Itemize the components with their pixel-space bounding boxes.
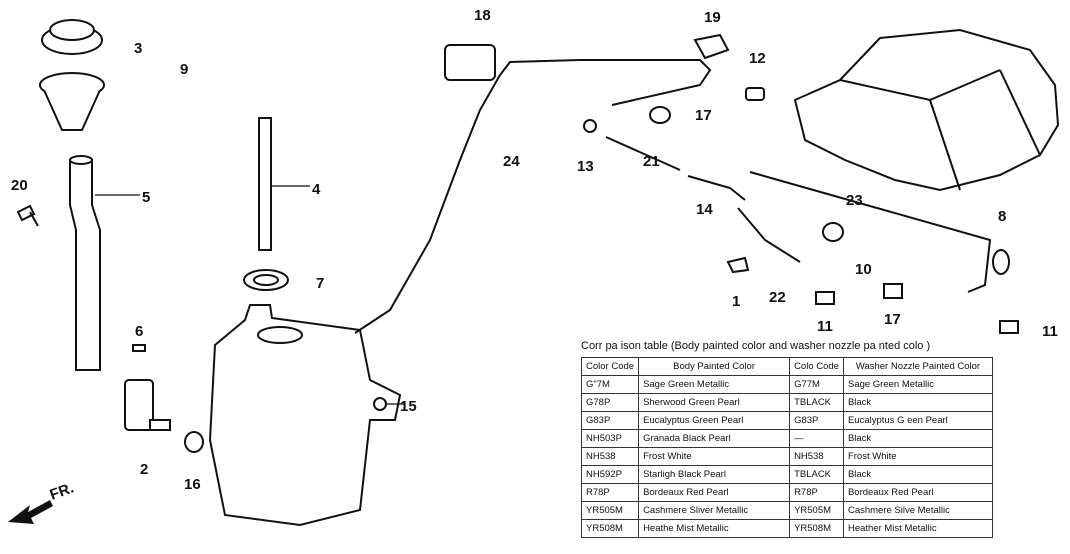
nozzle-color: Bordeaux Red Pearl [842, 483, 993, 502]
callout: 18 [474, 7, 491, 24]
callout: 11 [1042, 323, 1058, 340]
color-code: NH503P [580, 429, 640, 448]
nozzle-code: G83P [789, 411, 844, 430]
header-nozzle-color: Washer Nozzle Painted Color [842, 357, 993, 376]
hose [354, 59, 712, 334]
callout: 12 [749, 50, 766, 67]
nozzle-code: G77M [789, 375, 844, 394]
table-title: Corr pa ison table (Body painted color a… [581, 340, 931, 352]
callout: 13 [577, 158, 594, 175]
nozzle-color: Black [842, 429, 993, 448]
callout: 23 [846, 192, 863, 209]
color-code: G83P [580, 411, 640, 430]
callout: 14 [696, 201, 713, 218]
color-code: YR505M [580, 501, 640, 520]
callout: 16 [184, 476, 201, 493]
nozzle-code: YR508M [789, 519, 844, 538]
callout: 6 [135, 323, 143, 340]
callout: 8 [998, 208, 1006, 225]
callouts: 18 19 12 3 9 17 13 24 21 14 23 8 20 5 4 … [11, 7, 1058, 504]
callout: 7 [316, 275, 324, 292]
nozzle-color: Heather Mist Metallic [842, 519, 993, 538]
seal-ring [243, 269, 289, 291]
body-color: Frost White [638, 447, 791, 466]
body-color: Bordeaux Red Pearl [638, 483, 791, 502]
washer-nozzle [822, 222, 844, 242]
header-body-color: Body Painted Color [638, 357, 791, 376]
body-color: Sherwood Green Pearl [638, 393, 791, 412]
callout: 24 [503, 153, 520, 170]
callout: 1 [732, 293, 740, 310]
color-code: YR508M [580, 519, 640, 538]
body-color: Starligh Black Pearl [638, 465, 791, 484]
body-color: Sage Green Metallic [638, 375, 791, 394]
header-color-code: Color Code [580, 357, 640, 376]
nozzle-code: — [789, 429, 844, 448]
washer-tank [208, 304, 402, 527]
color-comparison-table: Color Code Body Painted Color Colo Code … [580, 357, 993, 538]
nozzle-code: TBLACK [789, 393, 844, 412]
callout: 17 [695, 107, 712, 124]
nozzle-color: Black [842, 465, 993, 484]
nozzle-code: TBLACK [789, 465, 844, 484]
color-code: R78P [580, 483, 640, 502]
color-code: NH592P [580, 465, 640, 484]
body-color: Granada Black Pearl [638, 429, 791, 448]
body-color: Heathe Mist Metallic [638, 519, 791, 538]
table-header-row: Color Code Body Painted Color Colo Code … [580, 357, 993, 376]
callout: 5 [142, 189, 150, 206]
callout: 9 [180, 61, 188, 78]
nozzle-code: R78P [789, 483, 844, 502]
front-arrow-icon [8, 500, 53, 524]
nozzle-color: Frost White [842, 447, 993, 466]
pump [124, 379, 154, 431]
callout: 19 [704, 9, 721, 26]
seal-strip [258, 117, 272, 251]
filler-cap [39, 19, 105, 131]
callout: 22 [769, 289, 786, 306]
body-color: Eucalyptus Green Pearl [638, 411, 791, 430]
clip [444, 44, 496, 81]
front-direction-label: FR. [48, 480, 77, 504]
body-color: Cashmere Sliver Metallic [638, 501, 791, 520]
grommet [184, 431, 204, 453]
nozzle-color: Cashmere Silve Metallic [842, 501, 993, 520]
nozzle-color: Black [842, 393, 993, 412]
callout: 21 [643, 153, 660, 170]
nozzle-color: Sage Green Metallic [842, 375, 993, 394]
filler-neck [69, 159, 101, 371]
callout: 2 [140, 461, 148, 478]
callout: 17 [884, 311, 901, 328]
nozzle-code: NH538 [789, 447, 844, 466]
callout: 11 [817, 318, 833, 335]
color-code: G"7M [580, 375, 640, 394]
callout: 15 [400, 398, 417, 415]
header-nozzle-code: Colo Code [789, 357, 844, 376]
nozzle-color: Eucalyptus G een Pearl [842, 411, 993, 430]
callout: 3 [134, 40, 142, 57]
callout: 10 [855, 261, 872, 278]
callout: 4 [312, 181, 321, 198]
color-code: NH538 [580, 447, 640, 466]
color-code: G78P [580, 393, 640, 412]
nozzle-code: YR505M [789, 501, 844, 520]
bolt [16, 204, 39, 227]
callout: 20 [11, 177, 28, 194]
